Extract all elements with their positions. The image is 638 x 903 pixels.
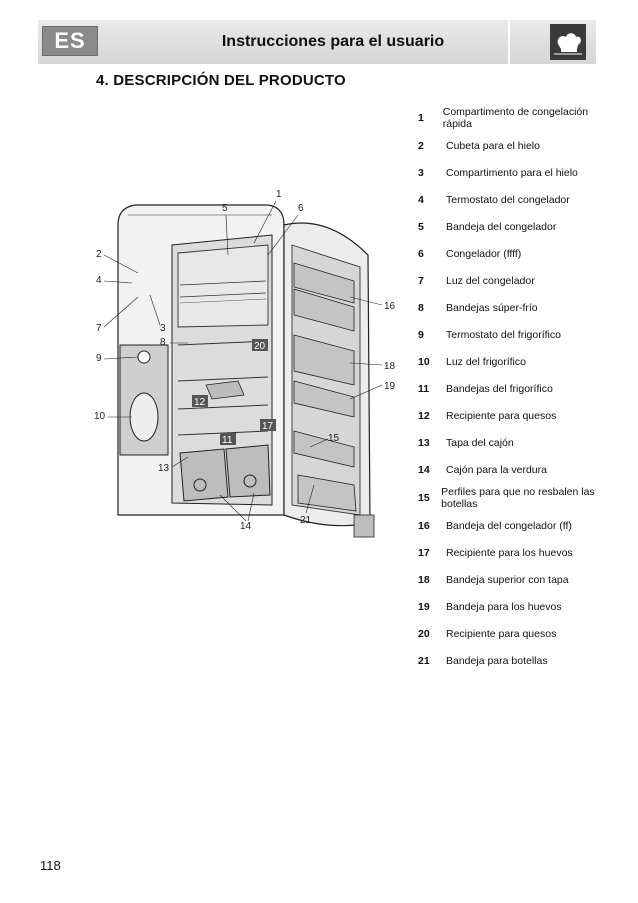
page-number: 118 <box>40 858 61 873</box>
legend-number: 7 <box>418 274 424 287</box>
callout-18: 18 <box>384 361 396 372</box>
callout-16: 16 <box>384 301 396 312</box>
legend-text: Compartimento de congelación rápida <box>442 105 589 130</box>
callout-17: 17 <box>262 421 274 432</box>
callout-21: 21 <box>300 515 312 526</box>
legend-number: 12 <box>418 409 430 422</box>
callout-20: 20 <box>254 341 266 352</box>
legend-text: Termostato del congelador <box>446 193 570 206</box>
callout-box-12 <box>192 395 208 407</box>
legend-text: Recipiente para quesos <box>446 627 557 640</box>
legend-number: 20 <box>418 627 430 640</box>
legend-item: 8 Bandejas súper-frío <box>408 294 598 321</box>
legend-number: 4 <box>418 193 424 206</box>
legend-text: Recipiente para quesos <box>446 409 557 422</box>
callout-box-17 <box>260 419 276 431</box>
legend-item: 12 Recipiente para quesos <box>408 402 598 429</box>
legend-item: 13 Tapa del cajón <box>408 429 598 456</box>
legend-item: 15 Perfiles para que no resbalen las bote… <box>408 484 598 511</box>
legend-number: 10 <box>418 355 430 368</box>
legend-item: 1 Compartimento de congelación rápida <box>408 104 598 131</box>
legend-text: Bandeja superior con tapa <box>446 573 569 586</box>
callout-5: 5 <box>222 203 228 214</box>
legend-item: 18 Bandeja superior con tapa <box>408 566 598 593</box>
legend-text: Luz del frigorífico <box>446 355 526 368</box>
legend-item: 6 Congelador (ffff) <box>408 240 598 267</box>
header-title: Instrucciones para el usuario <box>221 33 445 50</box>
legend-number: 14 <box>418 463 430 476</box>
callout-4: 4 <box>96 275 102 286</box>
legend-text: Luz del congelador <box>446 274 535 287</box>
legend-text: Perfiles para que no resbalen las botell… <box>441 485 595 510</box>
page-header: ES Instrucciones para el usuario <box>38 20 596 64</box>
legend-item: 7 Luz del congelador <box>408 267 598 294</box>
legend-number: 8 <box>418 301 424 314</box>
refrigerator-diagram: 1 5 6 2 4 7 3 8 9 10 20 12 11 <box>88 185 408 550</box>
legend-number: 19 <box>418 600 430 613</box>
legend-text: Cajón para la verdura <box>446 463 547 476</box>
callout-10: 10 <box>94 411 106 422</box>
legend-item: 3 Compartimento para el hielo <box>408 159 598 186</box>
callout-9: 9 <box>96 353 102 364</box>
header-divider <box>508 20 510 64</box>
callout-6: 6 <box>298 203 304 214</box>
callout-12: 12 <box>194 397 206 408</box>
legend-text: Tapa del cajón <box>446 436 514 449</box>
legend-text: Recipiente para los huevos <box>446 546 573 559</box>
callout-1: 1 <box>276 189 282 200</box>
legend-number: 15 <box>418 491 430 504</box>
legend-number: 13 <box>418 436 430 449</box>
callout-11: 11 <box>222 435 233 446</box>
legend-text: Bandejas súper-frío <box>446 301 538 314</box>
legend-number: 3 <box>418 166 424 179</box>
legend-item: 5 Bandeja del congelador <box>408 213 598 240</box>
section-title: 4. DESCRIPCIÓN DEL PRODUCTO <box>96 72 346 89</box>
callout-3: 3 <box>160 323 166 334</box>
legend-text: Bandeja para los huevos <box>446 600 562 613</box>
legend-item: 10 Luz del frigorífico <box>408 348 598 375</box>
legend-text: Congelador (ffff) <box>446 247 522 260</box>
legend-number: 17 <box>418 546 430 559</box>
callout-box-11 <box>220 433 236 445</box>
legend-number: 5 <box>418 220 424 233</box>
callout-19: 19 <box>384 381 396 392</box>
callout-7: 7 <box>96 323 102 334</box>
legend-item: 2 Cubeta para el hielo <box>408 132 598 159</box>
diagram-callouts: 1 5 6 2 4 7 3 8 9 10 20 12 11 <box>94 189 396 532</box>
chef-hat-icon <box>550 24 586 60</box>
legend-item: 11 Bandejas del frigorífico <box>408 375 598 402</box>
legend-text: Termostato del frigorífico <box>446 328 561 341</box>
callout-15: 15 <box>328 433 340 444</box>
legend-number: 21 <box>418 654 430 667</box>
legend-text: Compartimento para el hielo <box>446 166 578 179</box>
legend-number: 1 <box>418 111 424 124</box>
legend-number: 6 <box>418 247 424 260</box>
legend-text: Bandeja del congelador <box>446 220 557 233</box>
legend-number: 2 <box>418 139 424 152</box>
legend-item: 21 Bandeja para botellas <box>408 647 598 674</box>
legend-item: 19 Bandeja para los huevos <box>408 593 598 620</box>
legend-item: 4 Termostato del congelador <box>408 186 598 213</box>
legend-number: 9 <box>418 328 424 341</box>
callout-2: 2 <box>96 249 102 260</box>
legend-number: 16 <box>418 519 430 532</box>
language-badge: ES <box>42 26 98 56</box>
legend-text: Bandejas del frigorífico <box>446 382 553 395</box>
legend-item: 20 Recipiente para quesos <box>408 620 598 647</box>
legend-number: 18 <box>418 573 430 586</box>
legend-number: 11 <box>418 382 430 395</box>
legend-item: 9 Termostato del frigorífico <box>408 321 598 348</box>
legend-item: 16 Bandeja del congelador (ff) <box>408 512 598 539</box>
callout-box-20 <box>252 339 268 351</box>
callout-8: 8 <box>160 337 166 348</box>
legend-text: Bandeja del congelador (ff) <box>446 519 572 532</box>
legend-item: 17 Recipiente para los huevos <box>408 539 598 566</box>
legend-text: Bandeja para botellas <box>446 654 548 667</box>
callout-13: 13 <box>158 463 170 474</box>
legend-item: 14 Cajón para la verdura <box>408 456 598 483</box>
legend-text: Cubeta para el hielo <box>446 139 540 152</box>
callout-14: 14 <box>240 521 252 532</box>
